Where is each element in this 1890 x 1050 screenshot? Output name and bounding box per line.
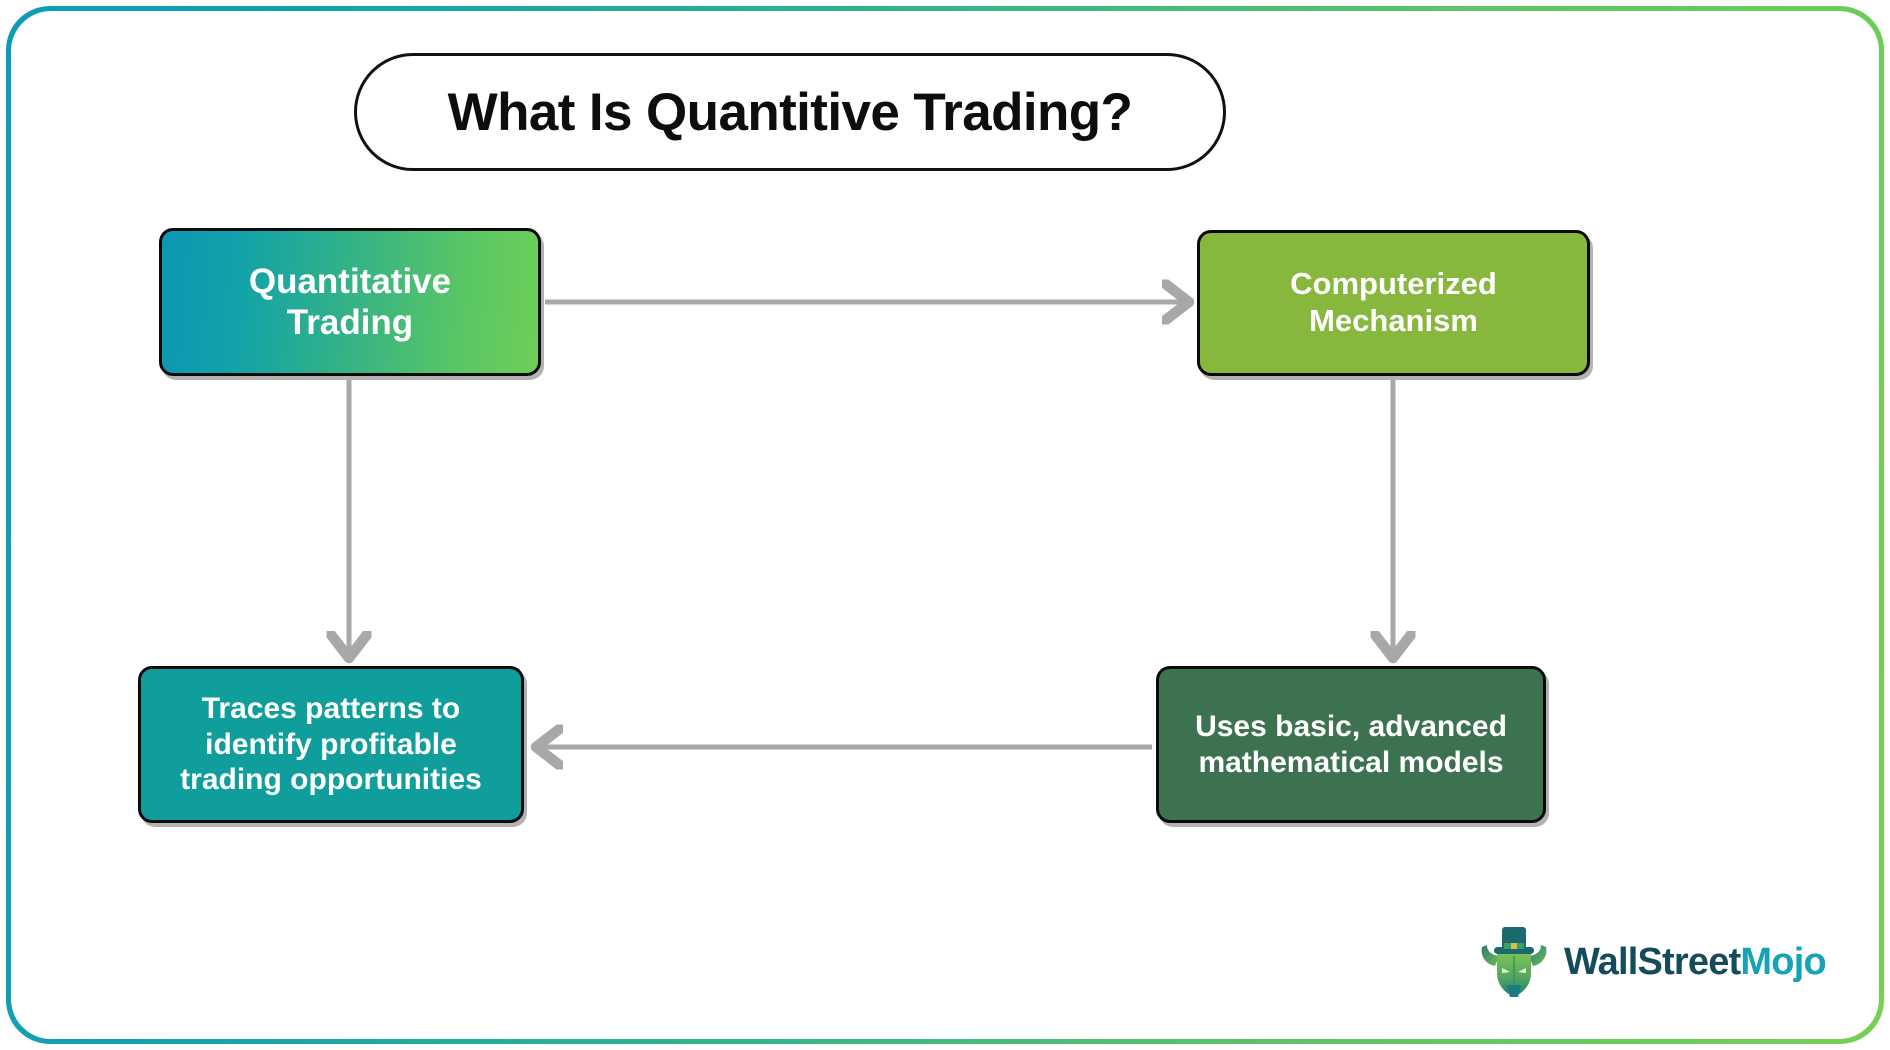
node-line-1: Traces patterns to (201, 692, 461, 726)
logo-wordmark: WallStreetMojo (1564, 940, 1827, 984)
logo-wordmark-part2: Mojo (1740, 940, 1826, 983)
node-traces-patterns[interactable]: Traces patterns to identify profitable t… (138, 666, 524, 823)
node-line-3: trading opportunities (180, 763, 482, 797)
node-quantitative-trading-label: Quantitative Trading (249, 261, 451, 344)
node-computerized-mechanism-label: Computerized Mechanism (1290, 266, 1497, 339)
node-line-2: mathematical models (1198, 745, 1504, 779)
node-line-1: Uses basic, advanced (1195, 710, 1507, 744)
node-computerized-mechanism[interactable]: Computerized Mechanism (1197, 230, 1590, 376)
node-line-1: Computerized (1290, 266, 1497, 302)
page-title: What Is Quantitive Trading? (447, 82, 1133, 142)
node-mathematical-models-label: Uses basic, advanced mathematical models (1195, 709, 1507, 780)
node-traces-patterns-label: Traces patterns to identify profitable t… (180, 691, 482, 797)
node-line-2: Mechanism (1309, 303, 1478, 338)
node-line-2: identify profitable (205, 727, 457, 761)
page-title-pill: What Is Quantitive Trading? (354, 53, 1226, 171)
page-gradient-border: What Is Quantitive Trading? (6, 6, 1884, 1044)
node-line-1: Quantitative (248, 261, 452, 301)
diagram-canvas: What Is Quantitive Trading? (11, 11, 1879, 1039)
logo-wordmark-part1: WallStreet (1564, 940, 1741, 983)
node-mathematical-models[interactable]: Uses basic, advanced mathematical models (1156, 666, 1546, 823)
bull-with-tophat-icon (1481, 927, 1547, 997)
node-line-2: Trading (286, 303, 414, 342)
node-quantitative-trading[interactable]: Quantitative Trading (159, 228, 541, 376)
wallstreetmojo-logo[interactable]: WallStreetMojo (1478, 919, 1863, 1005)
